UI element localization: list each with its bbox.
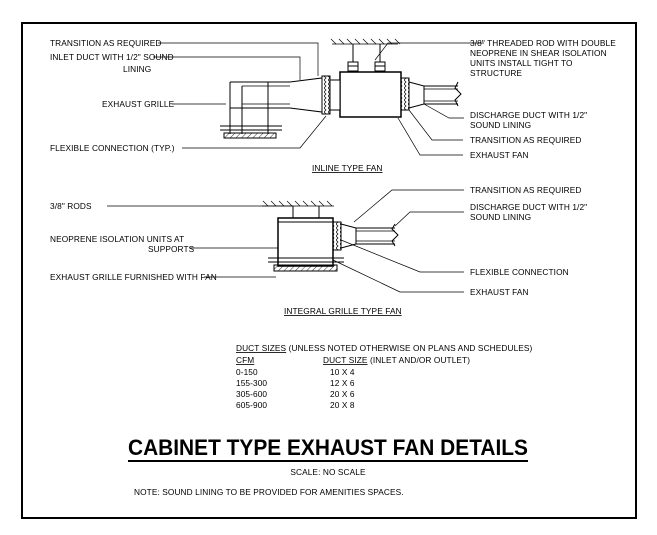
label-neoprene-1: NEOPRENE ISOLATION UNITS AT xyxy=(50,234,184,244)
integral-fan-cabinet xyxy=(277,217,334,267)
label-transition-2: TRANSITION AS REQUIRED xyxy=(470,185,581,195)
label-flexible-connection-2: FLEXIBLE CONNECTION xyxy=(470,267,569,277)
label-discharge-1: DISCHARGE DUCT WITH 1/2" xyxy=(470,110,587,120)
table-row-size: 10 X 4 xyxy=(330,367,355,377)
inline-fan-detail: TRANSITION AS REQUIRED INLET DUCT WITH 1… xyxy=(50,38,616,173)
label-discharge-3: DISCHARGE DUCT WITH 1/2" xyxy=(470,202,587,212)
integral-exhaust-grille xyxy=(273,264,338,272)
scale-note: SCALE: NO SCALE xyxy=(290,467,366,477)
table-row-cfm: 155-300 xyxy=(236,378,267,388)
table-row-size: 20 X 8 xyxy=(330,400,355,410)
table-row-cfm: 0-150 xyxy=(236,367,258,377)
label-rod-1: 3/8" THREADED ROD WITH DOUBLE xyxy=(470,38,616,48)
inlet-transition xyxy=(289,77,323,113)
duct-table-col-cfm: CFM xyxy=(236,355,254,365)
inlet-flex-connection xyxy=(321,75,331,115)
label-rod-2: NEOPRENE IN SHEAR ISOLATION xyxy=(470,48,607,58)
label-rod-3: UNITS INSTALL TIGHT TO xyxy=(470,58,573,68)
duct-table-col-size: DUCT SIZE (INLET AND/OR OUTLET) xyxy=(323,355,470,365)
label-rods: 3/8" RODS xyxy=(50,201,92,211)
duct-table-heading: DUCT SIZES (UNLESS NOTED OTHERWISE ON PL… xyxy=(236,343,533,353)
inline-fan-cabinet xyxy=(339,71,402,118)
label-neoprene-2: SUPPORTS xyxy=(148,244,195,254)
integral-fan-detail: 3/8" RODS NEOPRENE ISOLATION UNITS AT SU… xyxy=(50,185,587,316)
label-flexible-connection: FLEXIBLE CONNECTION (TYP.) xyxy=(50,143,175,153)
table-row-cfm: 605-900 xyxy=(236,400,267,410)
label-inlet-duct-2: LINING xyxy=(123,64,151,74)
integral-flex-connection xyxy=(332,221,342,251)
label-exhaust-grille: EXHAUST GRILLE xyxy=(102,99,175,109)
label-discharge-4: SOUND LINING xyxy=(470,212,531,222)
sound-lining-note: NOTE: SOUND LINING TO BE PROVIDED FOR AM… xyxy=(134,487,404,497)
label-inlet-duct-1: INLET DUCT WITH 1/2" SOUND xyxy=(50,52,174,62)
inline-exhaust-grille xyxy=(223,132,277,139)
drawing-title: CABINET TYPE EXHAUST FAN DETAILS xyxy=(128,435,528,460)
label-discharge-2: SOUND LINING xyxy=(470,120,531,130)
label-exhaust-fan: EXHAUST FAN xyxy=(470,150,529,160)
label-grille-furnished: EXHAUST GRILLE FURNISHED WITH FAN xyxy=(50,272,217,282)
discharge-duct xyxy=(424,85,458,105)
table-row-cfm: 305-600 xyxy=(236,389,267,399)
label-transition-right: TRANSITION AS REQUIRED xyxy=(470,135,581,145)
sheet-border xyxy=(21,22,637,519)
duct-size-table: DUCT SIZES (UNLESS NOTED OTHERWISE ON PL… xyxy=(236,343,533,410)
table-row-size: 12 X 6 xyxy=(330,378,355,388)
table-row-size: 20 X 6 xyxy=(330,389,355,399)
structure-hatch-2 xyxy=(262,200,334,207)
label-exhaust-fan-2: EXHAUST FAN xyxy=(470,287,529,297)
caption-inline-fan: INLINE TYPE FAN xyxy=(312,163,383,173)
label-transition-left: TRANSITION AS REQUIRED xyxy=(50,38,161,48)
label-rod-4: STRUCTURE xyxy=(470,68,522,78)
discharge-flex-connection xyxy=(400,77,410,111)
integral-discharge-duct xyxy=(356,227,395,245)
caption-integral-fan: INTEGRAL GRILLE TYPE FAN xyxy=(284,306,402,316)
